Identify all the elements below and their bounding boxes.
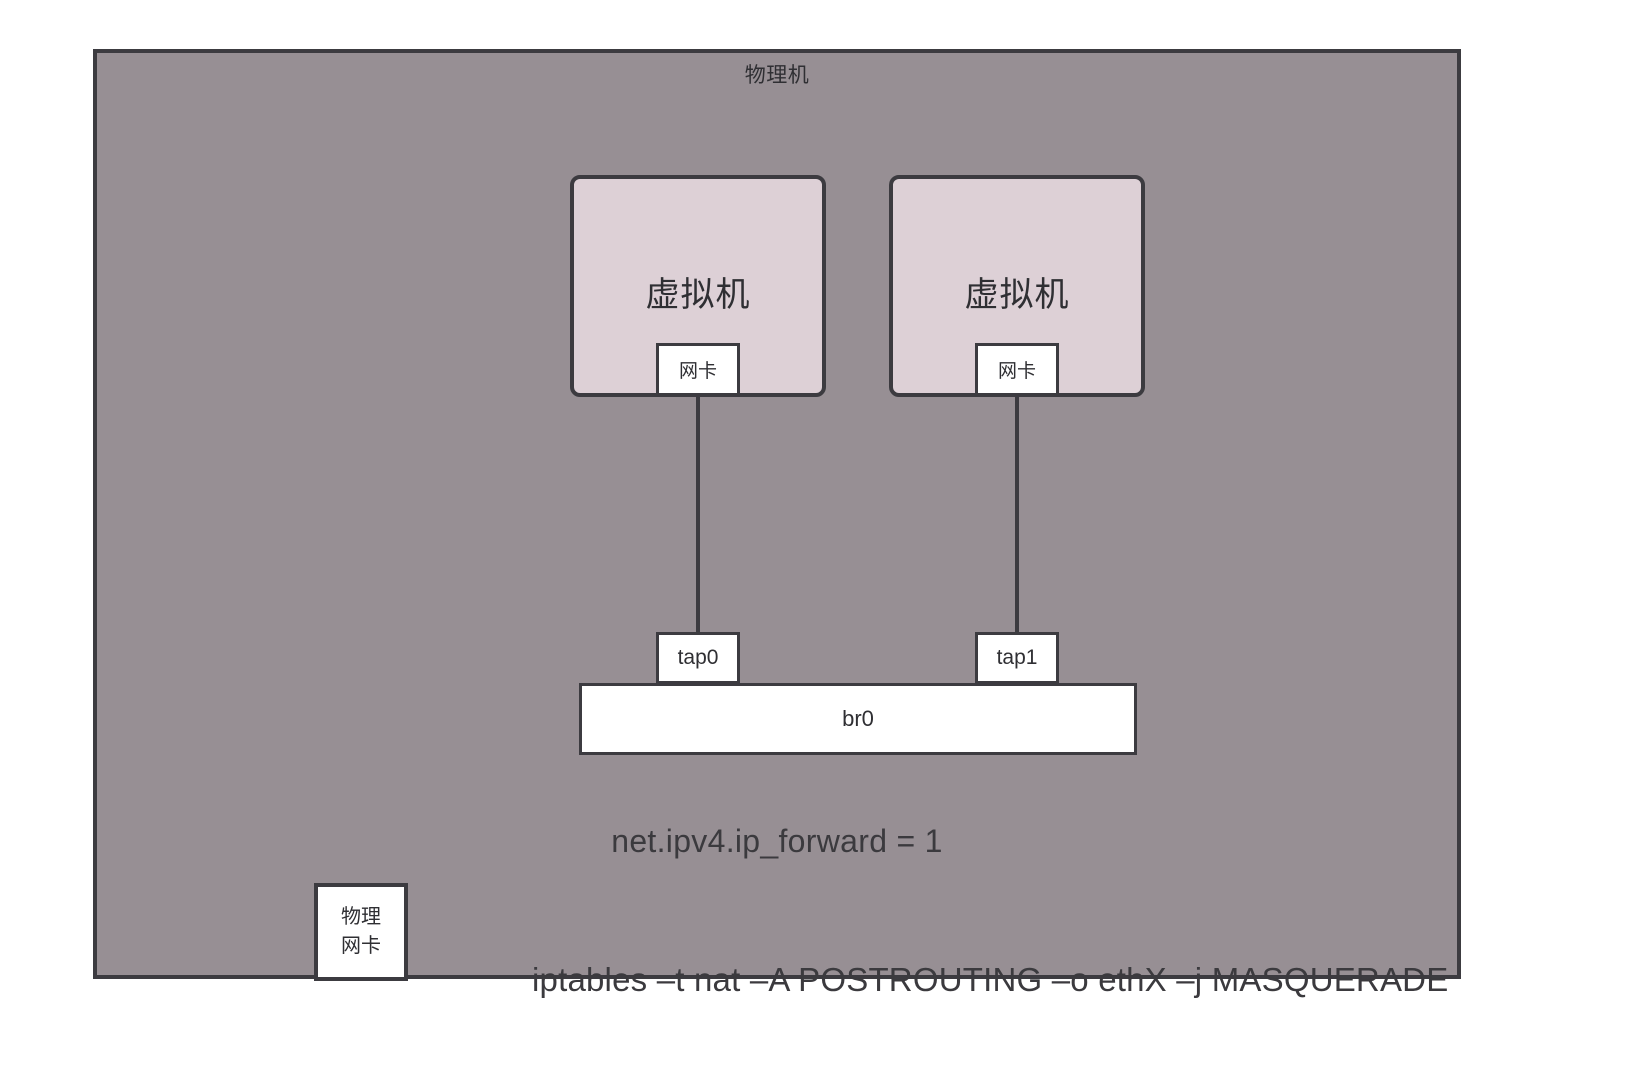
connector-line-nic1-tap0 xyxy=(696,394,700,634)
physical-nic-box: 物理 网卡 xyxy=(314,883,408,981)
iptables-command-text: iptables –t nat –A POSTROUTING –o ethX –… xyxy=(532,961,1449,998)
physical-nic-label-line2: 网卡 xyxy=(341,935,381,957)
guest-nic-box-1: 网卡 xyxy=(656,343,740,396)
virtual-machine-label-1: 虚拟机 xyxy=(645,276,751,314)
physical-nic-label-line1: 物理 xyxy=(341,906,381,928)
physical-host-container: 物理机 虚拟机 虚拟机 网卡 网卡 tap0 tap1 br0 net.ipv4… xyxy=(93,49,1461,998)
guest-nic-box-2: 网卡 xyxy=(975,343,1059,396)
virtual-machine-label-2: 虚拟机 xyxy=(964,276,1070,314)
bridge-box: br0 xyxy=(579,683,1137,755)
tap-device-box-0: tap0 xyxy=(656,632,740,684)
tap-device-box-1: tap1 xyxy=(975,632,1059,684)
physical-host-title: 物理机 xyxy=(744,64,810,87)
sysctl-ip-forward-text: net.ipv4.ip_forward = 1 xyxy=(611,823,943,859)
connector-line-nic2-tap1 xyxy=(1015,394,1019,634)
